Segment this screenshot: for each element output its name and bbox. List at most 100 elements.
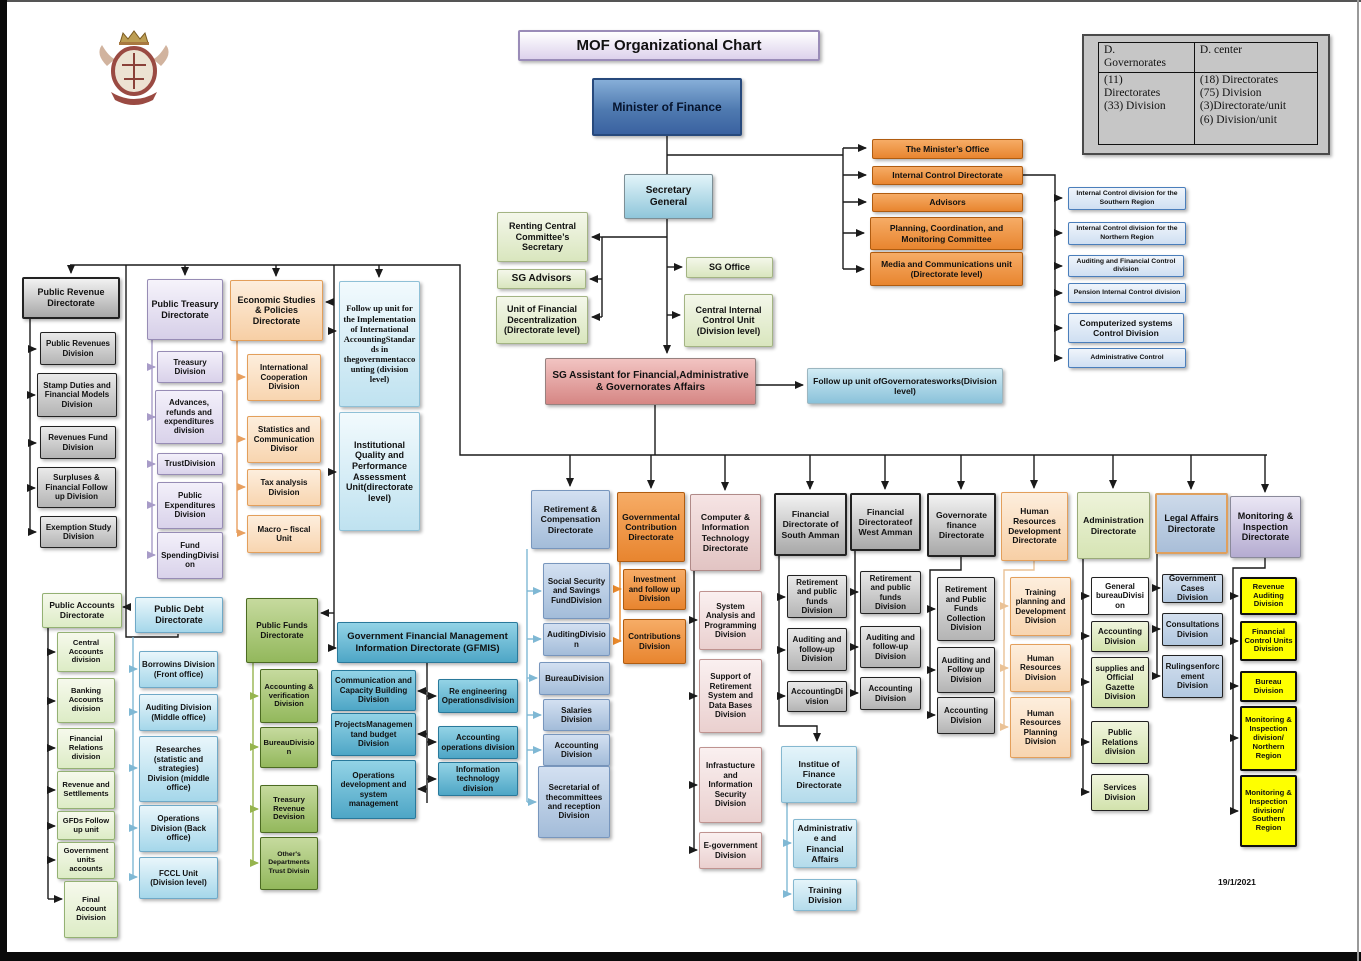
division-box: Public Relations division <box>1091 721 1149 764</box>
legend-col1-header: D. Governorates <box>1099 43 1195 73</box>
node-renting-central-committee-secretary: Renting Central Committee’s Secretary <box>497 212 588 262</box>
division-box: Monitoring & Inspection division/ Northe… <box>1240 706 1297 771</box>
legend-col1-body: (11) Directorates (33) Division <box>1099 73 1195 144</box>
node-secretary-general: Secretary General <box>624 174 713 219</box>
division-box: Public Expenditures Division <box>157 482 223 529</box>
division-box: Social Security and Savings FundDivision <box>543 563 610 619</box>
division-box: Advances, refunds and expenditures divis… <box>155 390 223 444</box>
jordan-coat-of-arms-logo <box>88 26 180 117</box>
legend-col2-body: (18) Directorates (75) Division (3)Direc… <box>1199 74 1287 126</box>
node-retirement-compensation-directorate: Retirement & Compensation Directorate <box>531 490 610 549</box>
division-box: International Cooperation Division <box>247 354 321 401</box>
division-box: Tax analysis Division <box>247 469 321 506</box>
node-monitoring-inspection-directorate: Monitoring & Inspection Directorate <box>1230 496 1301 558</box>
node-ministers-office: The Minister’s Office <box>872 139 1023 159</box>
division-box: Retirement and Public Funds Collection D… <box>937 577 995 641</box>
division-box: Contributions Division <box>623 619 686 664</box>
division-box: Macro – fiscal Unit <box>247 515 321 553</box>
division-box: AccountingDivision <box>787 681 847 712</box>
division-box: Training Division <box>793 879 857 911</box>
node-public-revenue-directorate: Public Revenue Directorate <box>22 277 120 319</box>
legend-table: D. Governorates D. center (11) Directora… <box>1098 42 1318 145</box>
division-box: supplies and Official Gazette Division <box>1091 657 1149 708</box>
node-hr-development-directorate: Human Resources Development Directorate <box>1001 492 1068 561</box>
division-box: TrustDivision <box>157 453 223 475</box>
division-box: Exemption Study Division <box>40 516 117 548</box>
node-sg-advisors: SG Advisors <box>497 269 586 289</box>
division-box: BureauDivision <box>539 662 610 695</box>
node-sg-office: SG Office <box>686 257 773 278</box>
node-public-treasury-directorate: Public Treasury Directorate <box>147 279 223 340</box>
division-box: Investment and follow up Division <box>623 569 686 610</box>
division-box: Accounting Division <box>543 734 610 766</box>
node-central-internal-control-unit: Central Internal Control Unit (Division … <box>684 294 773 347</box>
division-box: ProjectsManagementand budget Division <box>331 713 416 756</box>
chart-date: 19/1/2021 <box>1218 877 1256 887</box>
node-internal-control-directorate: Internal Control Directorate <box>872 166 1023 185</box>
division-box: Accounting operations division <box>438 726 518 759</box>
node-financial-directorate-south-amman: Financial Directorate of South Amman <box>774 493 847 556</box>
division-box: Auditing and follow-up Division <box>860 626 921 668</box>
node-computer-it-directorate: Computer & Information Technology Direct… <box>690 494 761 571</box>
division-box: Re engineering Operationsdivision <box>438 679 518 713</box>
division-box: Accounting Division <box>860 677 921 710</box>
division-box: Internal Control division for the Southe… <box>1068 187 1186 210</box>
division-box: Operations Division (Back office) <box>139 805 218 852</box>
division-box: Revenue and Settllements <box>57 771 115 809</box>
node-followup-ias-unit: Follow up unit for the Implementation of… <box>339 281 420 407</box>
division-box: Accounting Division <box>937 697 995 734</box>
node-administration-directorate: Administration Directorate <box>1077 492 1150 559</box>
division-box: General bureauDivision <box>1091 577 1149 615</box>
page-title: MOF Organizational Chart <box>518 30 820 61</box>
page-border-right <box>1357 0 1359 961</box>
page-border-left <box>0 0 7 961</box>
division-box: Administrative Control <box>1068 348 1186 368</box>
node-public-accounts-directorate: Public Accounts Directorate <box>42 593 122 628</box>
division-box: Government units accounts <box>57 842 115 879</box>
node-financial-directorate-west-amman: Financial Directorateof West Amman <box>850 493 921 551</box>
node-media-communications-unit: Media and Communications unit (Directora… <box>870 252 1023 286</box>
node-governmental-contribution-directorate: Governmental Contribution Directorate <box>617 492 685 562</box>
division-box: Researches (statistic and strategies) Di… <box>139 736 218 802</box>
division-box: GFDs Follow up unit <box>57 811 115 840</box>
division-box: Auditing and Follow up Division <box>937 647 995 693</box>
division-box: Financial Relations division <box>57 728 115 769</box>
division-box: Public Revenues Division <box>40 332 116 365</box>
node-advisors: Advisors <box>872 193 1023 212</box>
node-planning-committee: Planning, Coordination, and Monitoring C… <box>870 217 1023 250</box>
node-institute-of-finance-directorate: Institue of Finance Directorate <box>781 746 857 803</box>
node-followup-governorates-works: Follow up unit ofGovernoratesworks(Divis… <box>807 368 1003 404</box>
node-governorate-finance-directorate: Governorate finance Directorate <box>927 493 996 557</box>
division-box: System Analysis and Programming Division <box>699 591 762 650</box>
node-minister-of-finance: Minister of Finance <box>592 78 742 136</box>
division-box: Accounting Division <box>1091 621 1149 652</box>
node-public-debt-directorate: Public Debt Directorate <box>135 597 223 633</box>
division-box: Monitoring & Inspection division/ Southe… <box>1240 775 1297 847</box>
division-box: E-government Division <box>699 832 762 869</box>
division-box: BureauDivision <box>260 727 318 768</box>
division-box: Auditing and follow-up Division <box>787 628 847 671</box>
division-box: Revenues Fund Division <box>40 426 116 459</box>
division-box: Statistics and Communication Divisor <box>247 416 321 463</box>
division-box: FCCL Unit (Division level) <box>139 857 218 899</box>
division-box: Retirement and public funds Division <box>860 571 921 614</box>
division-box: Internal Control division for the Northe… <box>1068 222 1186 245</box>
node-quality-assessment-unit: Institutional Quality and Performance As… <box>339 412 420 531</box>
division-box: Other's Departments Trust Divisin <box>260 837 318 890</box>
division-box: Pension Internal Control division <box>1068 283 1186 303</box>
node-unit-financial-decentralization: Unit of Financial Decentralization (Dire… <box>496 296 588 344</box>
division-box: Computerized systems Control Division <box>1068 313 1184 343</box>
division-box: Financial Control Units Division <box>1240 621 1297 661</box>
division-box: Training planning and Development Divisi… <box>1010 577 1071 636</box>
division-box: Communication and Capacity Building Divi… <box>331 670 416 711</box>
page-border-top <box>0 0 1361 2</box>
division-box: Human Resources Planning Division <box>1010 697 1071 758</box>
division-box: Auditing and Financial Control division <box>1068 255 1184 277</box>
division-box: Government Cases Division <box>1162 574 1223 603</box>
division-box: Bureau Division <box>1240 671 1297 702</box>
division-box: Final Account Division <box>64 881 118 938</box>
node-sg-assistant: SG Assistant for Financial,Administrativ… <box>545 358 756 405</box>
division-box: Borrowins Division (Front office) <box>139 651 218 688</box>
